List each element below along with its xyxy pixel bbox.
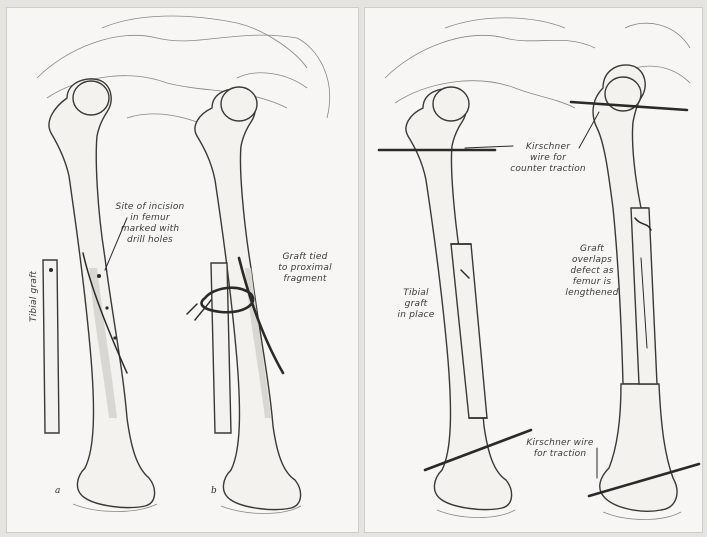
label-tibial-graft-rotated: Tibial graft xyxy=(29,252,40,322)
knee-base-c xyxy=(437,510,515,518)
femur-a xyxy=(49,79,155,508)
knee-base-d xyxy=(603,512,681,520)
label-kirschner-wire-counter: Kirschner wire for counter traction xyxy=(505,142,591,175)
label-letter-b: b xyxy=(211,486,217,496)
panel-left: Site of incision in femur marked with dr… xyxy=(6,7,359,533)
femur-b xyxy=(195,87,301,510)
label-graft-overlaps: Graft overlaps defect as femur is length… xyxy=(553,244,631,299)
panel-right: Kirschner wire for counter traction Tibi… xyxy=(364,7,703,533)
label-graft-tied: Graft tied to proximal fragment xyxy=(269,252,341,285)
label-letter-a: a xyxy=(55,486,60,496)
label-site-of-incision: Site of incision in femur marked with dr… xyxy=(111,202,189,246)
tibial-graft-a xyxy=(43,260,59,433)
label-tibial-graft-in-place: Tibial graft in place xyxy=(389,288,443,321)
label-kirschner-wire-traction: Kirschner wire for traction xyxy=(515,438,605,460)
